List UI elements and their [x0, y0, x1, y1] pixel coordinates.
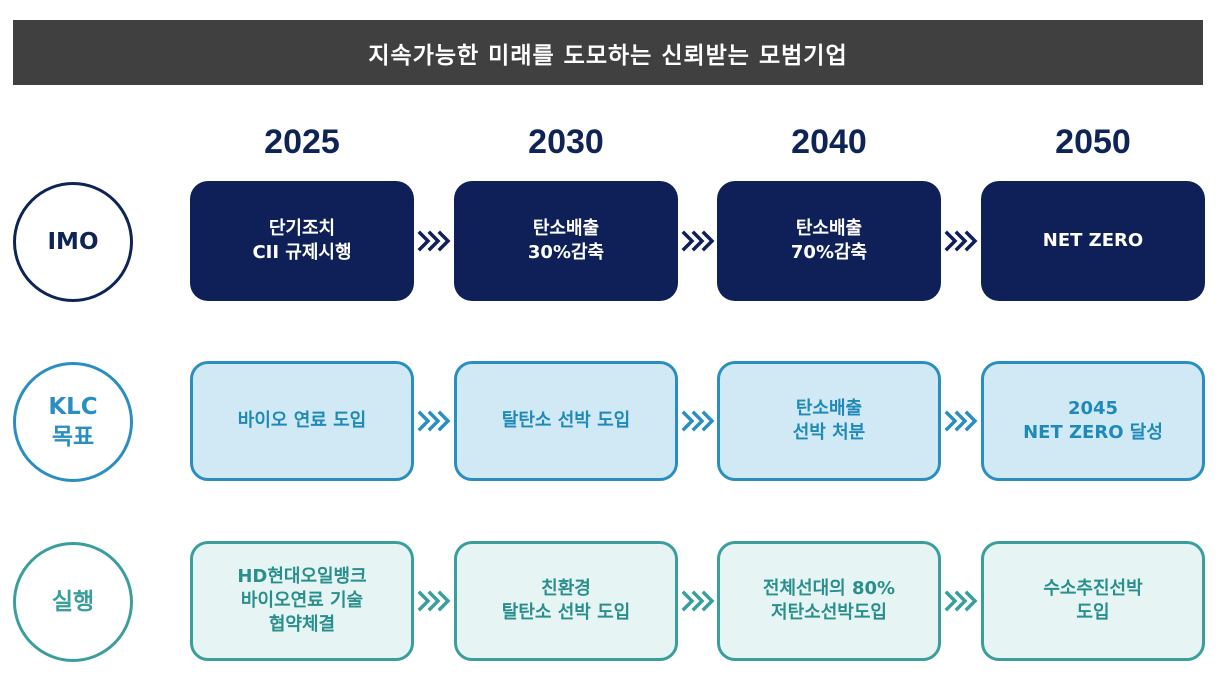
row-label-action: 실행 — [13, 542, 133, 662]
triple-chevron-right-icon — [681, 230, 715, 252]
year-2050: 2050 — [1055, 122, 1131, 161]
klc-cell-2030: 탈탄소 선박 도입 — [454, 361, 678, 481]
action-cell-2030: 친환경 탈탄소 선박 도입 — [454, 541, 678, 661]
triple-chevron-right-icon — [417, 590, 451, 612]
action-cell-2050: 수소추진선박 도입 — [981, 541, 1205, 661]
row-label-imo: IMO — [13, 182, 133, 302]
triple-chevron-right-icon — [417, 410, 451, 432]
klc-cell-2050: 2045 NET ZERO 달성 — [981, 361, 1205, 481]
triple-chevron-right-icon — [681, 410, 715, 432]
klc-cell-2040: 탄소배출 선박 처분 — [717, 361, 941, 481]
triple-chevron-right-icon — [944, 410, 978, 432]
triple-chevron-right-icon — [944, 590, 978, 612]
triple-chevron-right-icon — [944, 230, 978, 252]
action-cell-2025: HD현대오일뱅크 바이오연료 기술 협약체결 — [190, 541, 414, 661]
imo-cell-2025: 단기조치 CII 규제시행 — [190, 181, 414, 301]
klc-cell-2025: 바이오 연료 도입 — [190, 361, 414, 481]
row-label-klc: KLC 목표 — [13, 362, 133, 482]
year-2025: 2025 — [264, 122, 340, 161]
imo-cell-2030: 탄소배출 30%감축 — [454, 181, 678, 301]
imo-cell-2040: 탄소배출 70%감축 — [717, 181, 941, 301]
year-2040: 2040 — [791, 122, 867, 161]
year-2030: 2030 — [528, 122, 604, 161]
imo-cell-2050: NET ZERO — [981, 181, 1205, 301]
banner-title: 지속가능한 미래를 도모하는 신뢰받는 모범기업 — [13, 20, 1203, 85]
triple-chevron-right-icon — [681, 590, 715, 612]
action-cell-2040: 전체선대의 80% 저탄소선박도입 — [717, 541, 941, 661]
triple-chevron-right-icon — [417, 230, 451, 252]
